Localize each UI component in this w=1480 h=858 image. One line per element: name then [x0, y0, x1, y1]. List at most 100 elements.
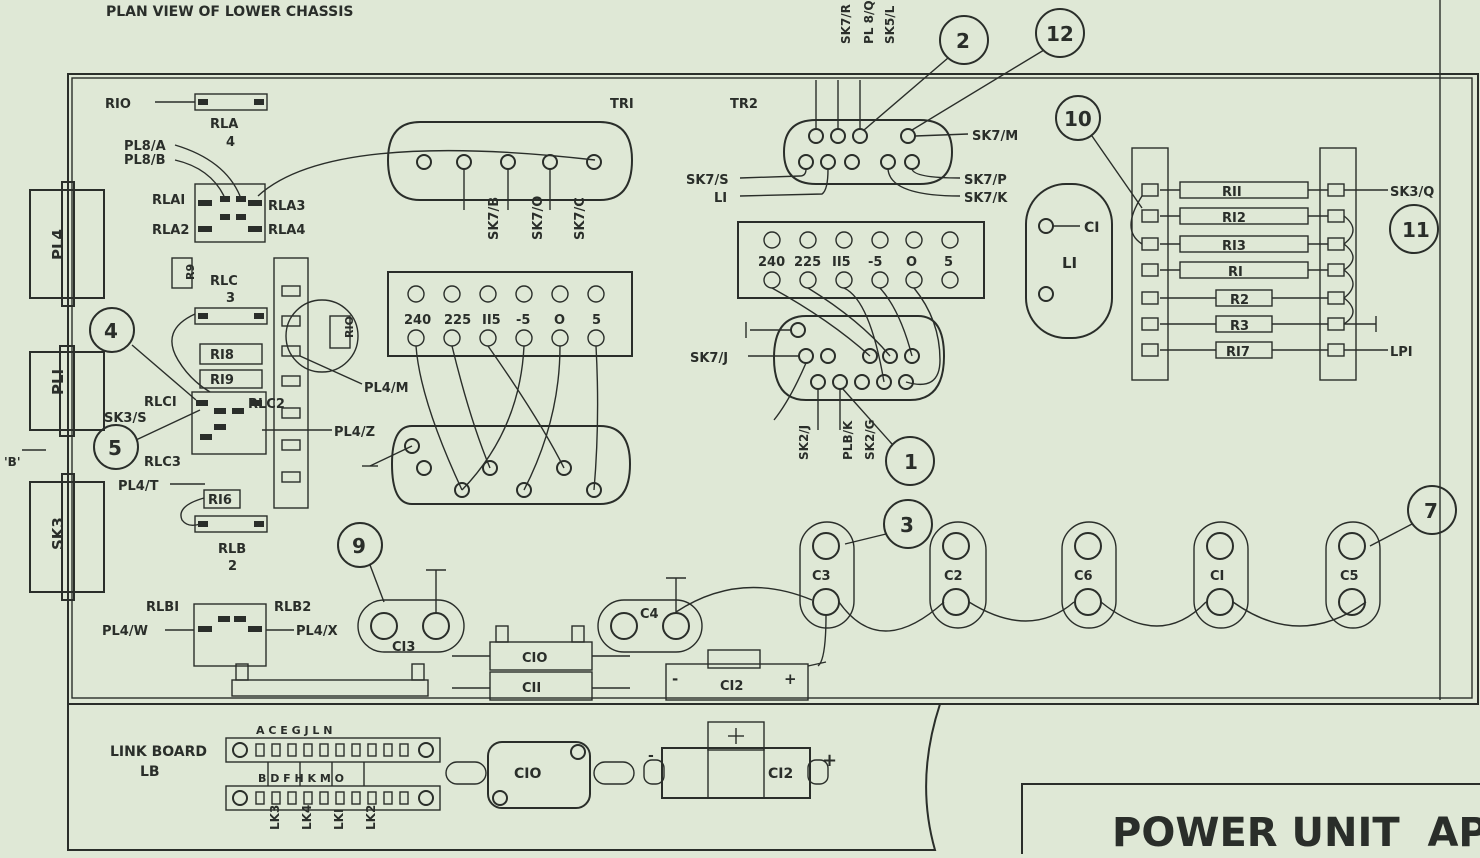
svg-text:-5: -5	[868, 255, 882, 270]
svg-text:4: 4	[104, 319, 118, 343]
link-board-top-letters: A C E G J L N	[256, 724, 332, 737]
capacitor-c12: CI2 - +	[665, 649, 809, 701]
svg-text:12: 12	[1046, 22, 1074, 46]
capacitor-c6-label: C6	[1074, 569, 1093, 584]
link-board-bottom-letters: B D F H K M O	[258, 772, 344, 785]
svg-text:RI2: RI2	[1222, 211, 1246, 226]
capacitor-c1: CI	[1193, 521, 1249, 629]
resistor-r16-label: RI6	[208, 493, 232, 508]
rlc1-label: RLCI	[144, 395, 177, 410]
svg-text:II5: II5	[482, 313, 501, 328]
capacitor-c3: C3	[799, 521, 855, 629]
rlc-name: RLC	[210, 274, 238, 289]
svg-text:R2: R2	[1230, 293, 1249, 308]
diagram-title: PLAN VIEW OF LOWER CHASSIS	[106, 4, 354, 20]
rlc2-label: RLC2	[248, 397, 285, 412]
link-board-pins	[255, 743, 409, 805]
link-board-bottom-rail	[225, 785, 441, 811]
tr2-tap-panel	[737, 221, 985, 299]
label-sk7b: SK7/B	[487, 197, 502, 240]
rlb-coil	[194, 515, 268, 533]
link-board-c12: CI2 + -	[643, 721, 837, 799]
label-sk3s: SK3/S	[104, 411, 147, 426]
svg-text:240: 240	[758, 255, 785, 270]
link-board-top-rail	[225, 737, 441, 763]
chassis-inner-outline	[71, 77, 1473, 699]
connector-sk3-label: SK3	[49, 517, 67, 550]
capacitor-c12-minus: -	[672, 670, 678, 688]
link-lk3: LK3	[268, 805, 282, 830]
chassis-outline	[67, 73, 1479, 705]
resistor-r9-label: R9	[184, 264, 197, 280]
capacitor-c4-label: C4	[640, 607, 659, 622]
link-board-c10: CIO	[445, 741, 635, 809]
capacitor-c13-label: CI3	[392, 640, 415, 655]
capacitor-c10-label: CIO	[522, 651, 547, 666]
rlc-coil	[194, 307, 268, 325]
link-board-edge	[231, 663, 429, 697]
svg-text:O: O	[906, 255, 917, 270]
svg-text:II5: II5	[832, 255, 851, 270]
rlb-number: 2	[228, 559, 237, 574]
link-board-outline	[67, 703, 941, 851]
callout-5: 5	[93, 424, 139, 470]
tr1-bottom-terminals	[404, 438, 602, 498]
label-sk3q: SK3/Q	[1390, 185, 1434, 200]
svg-text:3: 3	[900, 513, 914, 537]
callout-9: 9	[337, 522, 383, 568]
rla-contact-block	[194, 183, 266, 243]
callout-10: 10	[1055, 95, 1101, 141]
label-pl8b: PL8/B	[124, 153, 166, 168]
capacitor-c5: C5	[1325, 521, 1381, 629]
choke-l1-label: LI	[1062, 254, 1077, 272]
svg-text:RII: RII	[1222, 185, 1242, 200]
svg-text:225: 225	[444, 313, 471, 328]
label-sk2g: SK2/G	[863, 419, 877, 460]
label-sk5l: SK5/L	[883, 5, 897, 44]
tr1-label: TRI	[610, 97, 634, 112]
tr1-top-outline	[386, 121, 634, 201]
link-board-c12-plus: +	[822, 750, 837, 771]
svg-text:11: 11	[1402, 218, 1430, 242]
tr1-tap-labels: 240 225 II5 -5 O 5	[404, 313, 601, 328]
svg-text:2: 2	[956, 29, 970, 53]
label-lp1: LPI	[1390, 345, 1413, 360]
callout-12: 12	[1035, 8, 1085, 58]
label-c1-arrow: CI	[1084, 220, 1099, 236]
svg-text:5: 5	[108, 436, 122, 460]
capacitor-c5-label: C5	[1340, 569, 1359, 584]
tag-strip-right-b	[1319, 147, 1357, 381]
label-sk7j: SK7/J	[690, 351, 728, 366]
rlc-number: 3	[226, 291, 235, 306]
resistor-r19	[199, 369, 263, 389]
tr2-tap-screws	[763, 231, 959, 289]
rlb1-label: RLBI	[146, 600, 179, 615]
label-l1: LI	[714, 191, 727, 206]
svg-text:O: O	[554, 313, 565, 328]
callout-3: 3	[883, 499, 933, 549]
footer-title: POWER UNIT AP	[1112, 810, 1480, 854]
link-board-sub: LB	[140, 764, 160, 780]
capacitor-c2-label: C2	[944, 569, 963, 584]
rla3-label: RLA3	[268, 199, 305, 214]
svg-text:5: 5	[944, 255, 953, 270]
label-pl8q: PL 8/Q	[862, 0, 876, 44]
tr2-label: TR2	[730, 97, 758, 112]
rla1-label: RLAI	[152, 193, 185, 208]
tag-strip-tags	[281, 285, 301, 483]
label-sk2j: SK2/J	[797, 425, 811, 460]
capacitor-c12-label: CI2	[720, 679, 743, 694]
rla4-label: RLA4	[268, 223, 305, 238]
rlb-contact-block	[193, 603, 267, 667]
tag-strip-right-a	[1131, 147, 1169, 381]
tr2-top-outline	[782, 119, 954, 185]
resistor-r10	[329, 315, 351, 349]
label-pl4z: PL4/Z	[334, 425, 375, 440]
resistor-r9	[171, 257, 193, 289]
svg-text:RI7: RI7	[1226, 345, 1250, 360]
resistor-r19-label: RI9	[210, 373, 234, 388]
tr2-tap-labels: 240 225 II5 -5 O 5	[758, 255, 953, 270]
svg-text:-5: -5	[516, 313, 530, 328]
callout-2: 2	[939, 15, 989, 65]
